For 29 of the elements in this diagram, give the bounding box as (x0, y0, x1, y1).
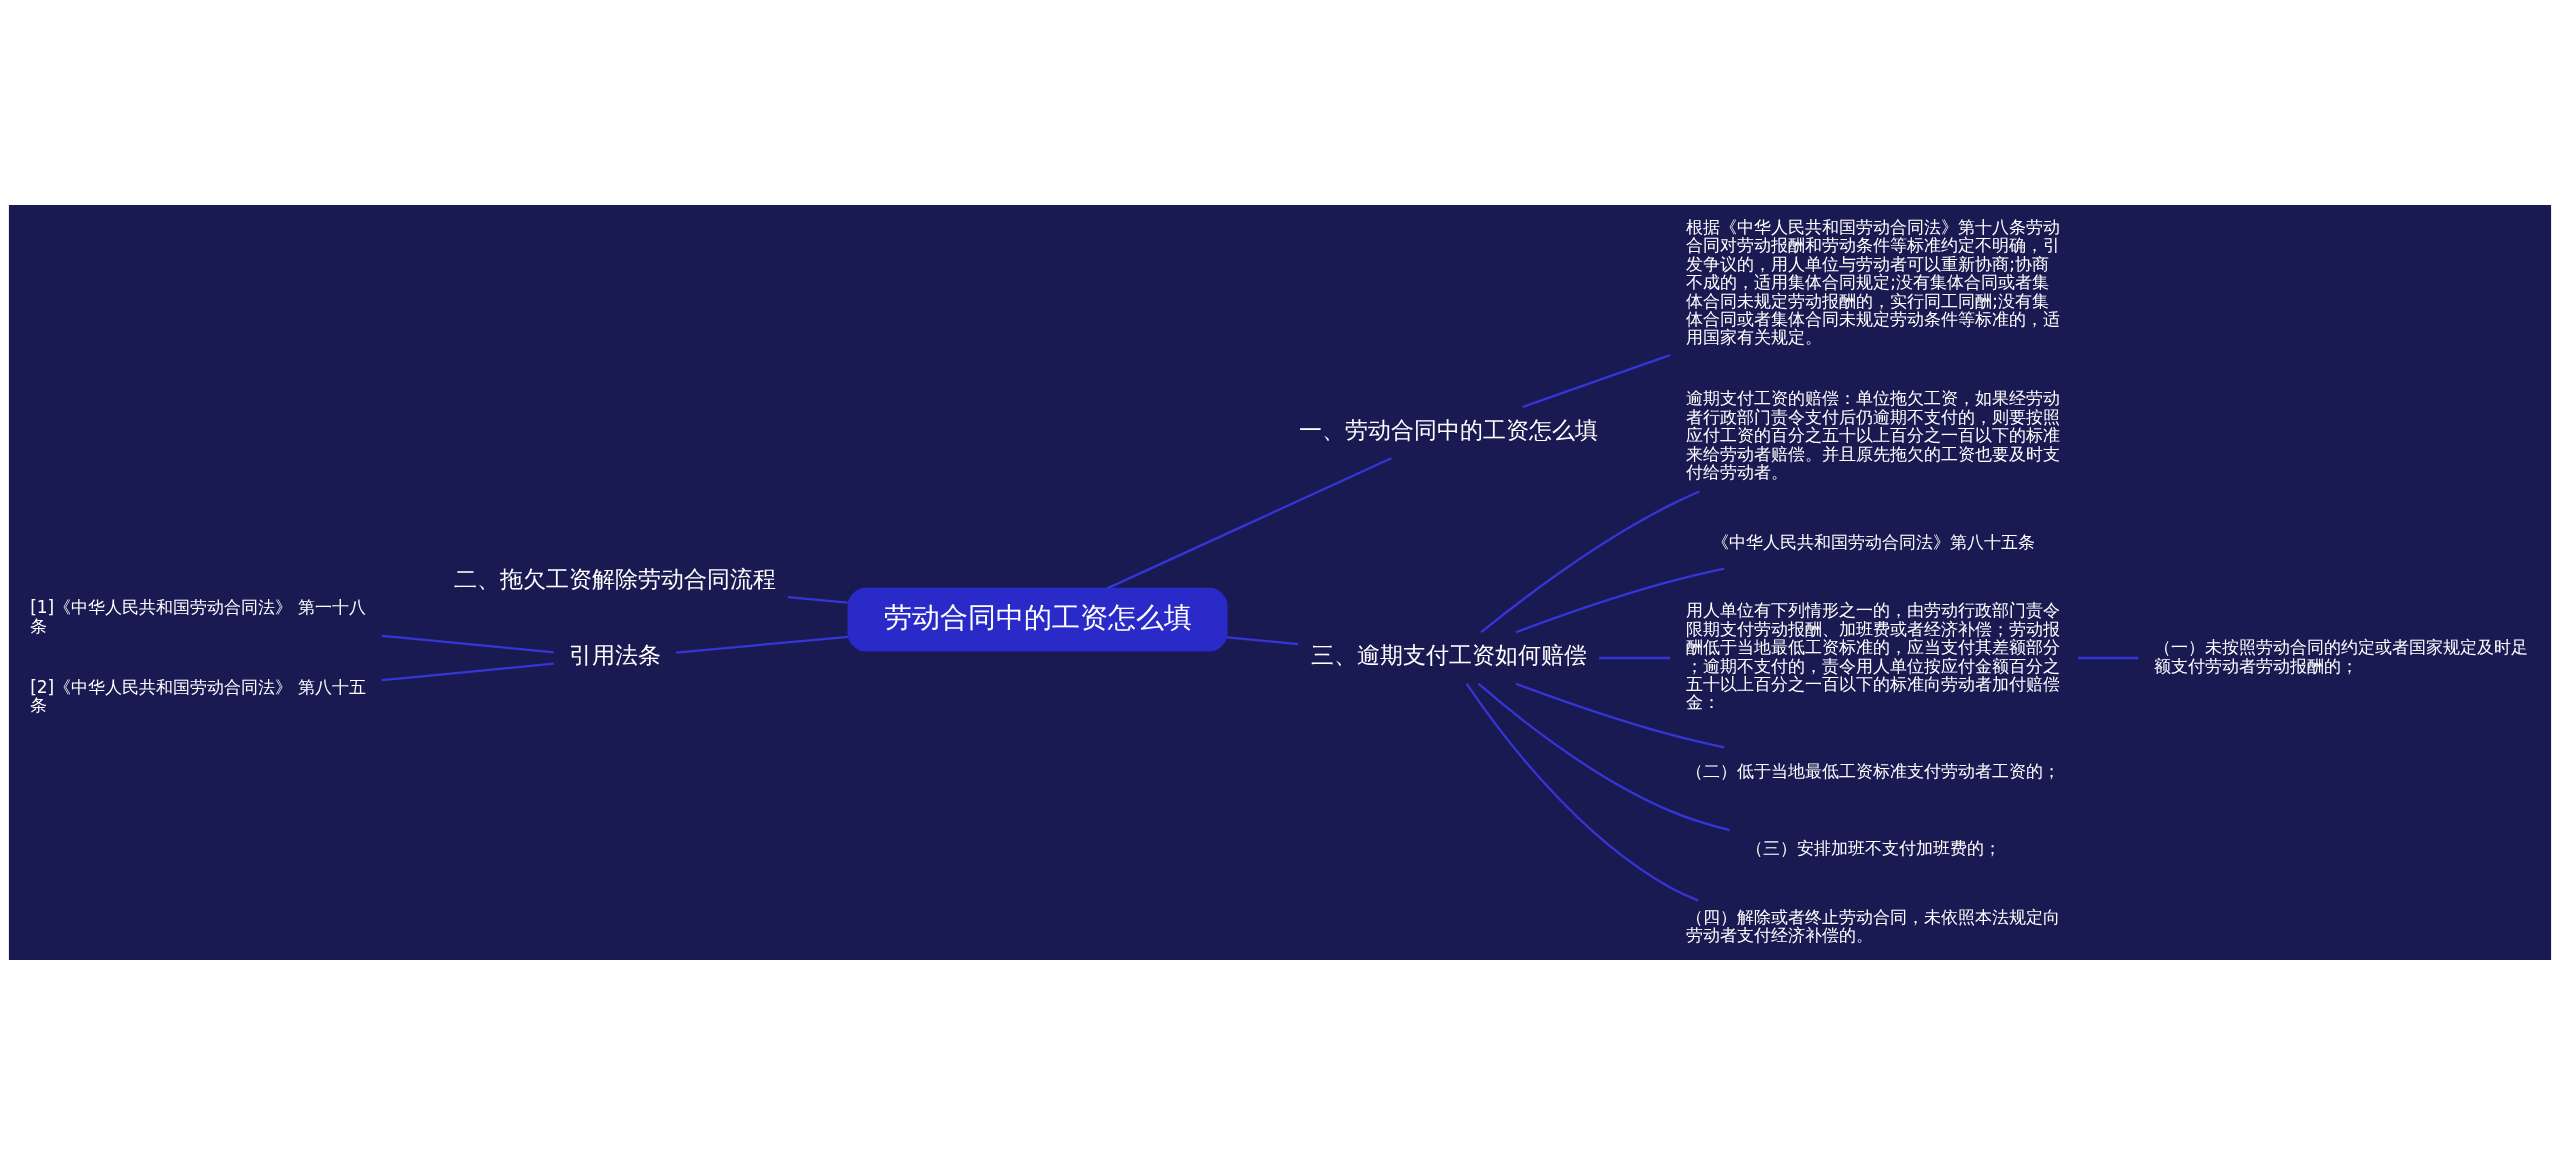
connector (1599, 656, 1671, 660)
node-text: （四）解除或者终止劳动合同，未依照本法规定向劳动者支付经济补偿的。 (1686, 906, 2061, 945)
connector (1465, 682, 1699, 902)
connector (1106, 457, 1392, 590)
node-text: 三、逾期支付工资如何赔偿 (1310, 642, 1587, 669)
node-text: 引用法条 (569, 642, 662, 669)
node-text: （三）安排加班不支付加班费的； (1745, 837, 2001, 858)
node-text: 用人单位有下列情形之一的，由劳动行政部门责令限期支付劳动报酬、加班费或者经济补偿；劳动报酬低于当地最低工资标准的，应当支付其差额部分；逾期不支付的，责令用人单位按应付金额百分之五十以上百分之一百以下的标准向劳动者加付赔偿金： (1686, 600, 2061, 713)
connector (1515, 682, 1725, 749)
node-text: [2]《中华人民共和国劳动合同法》 第八十五条 (30, 676, 366, 716)
node-text: [1]《中华人民共和国劳动合同法》 第一十八条 (30, 597, 366, 636)
connector (1226, 636, 1299, 646)
connector (1515, 567, 1725, 634)
node-text: 二、拖欠工资解除劳动合同流程 (454, 565, 777, 592)
connector (1477, 682, 1730, 832)
node-text: 逾期支付工资的赔偿：单位拖欠工资，如果经劳动者行政部门责令支付后仍逾期不支付的，则要按照应付工资的百分之五十以上百分之一百以下的标准来给劳动者赔偿。并且原先拖欠的工资也要及时支付给劳动者。 (1686, 388, 2061, 483)
connector (2078, 656, 2139, 660)
connector (787, 595, 848, 604)
connector (1480, 490, 1700, 634)
connector (1522, 353, 1671, 409)
node-text: （二）低于当地最低工资标准支付劳动者工资的； (1686, 761, 2061, 782)
node-box: 劳动合同中的工资怎么填 (847, 587, 1228, 652)
node-text: 根据《中华人民共和国劳动合同法》第十八条劳动合同对劳动报酬和劳动条件等标准约定不明确，引发争议的，用人单位与劳动者可以重新协商;协商不成的，适用集体合同规定;没有集体合同或者集体合同未规定劳动报酬的，实行同工同酬;没有集体合同或者集体合同未规定劳动条件等标准的，适用国家有关规定。 (1686, 216, 2061, 348)
connector (381, 662, 554, 682)
node-text: 一、劳动合同中的工资怎么填 (1299, 416, 1599, 443)
connector (381, 634, 554, 654)
node-text: 《中华人民共和国劳动合同法》第八十五条 (1711, 531, 2035, 552)
node-text: （一）未按照劳动合同的约定或者国家规定及时足额支付劳动者劳动报酬的； (2154, 637, 2529, 676)
connector (676, 635, 849, 654)
